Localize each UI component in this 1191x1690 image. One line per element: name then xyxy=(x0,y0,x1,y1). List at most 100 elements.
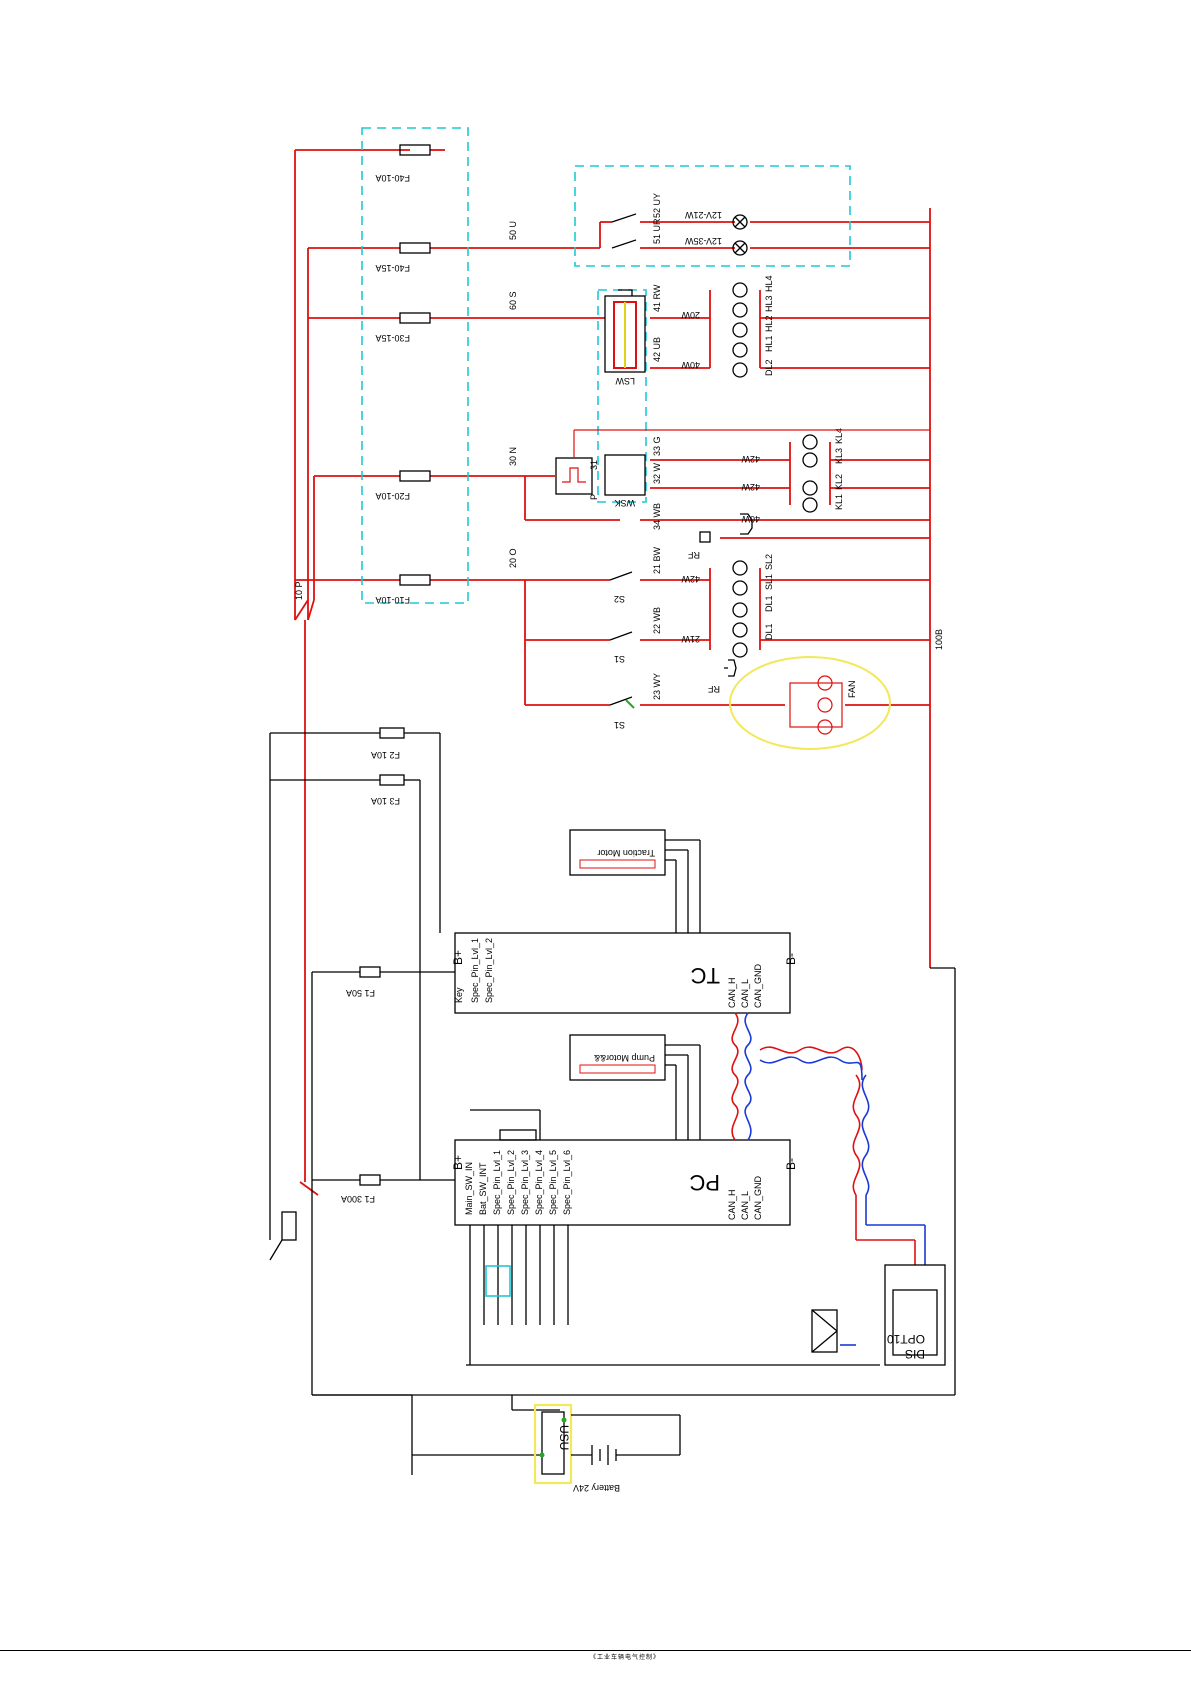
svg-text:Spec_Pin_Lvl_2: Spec_Pin_Lvl_2 xyxy=(484,938,494,1003)
wire-label: 33 G xyxy=(652,436,662,456)
terminal-resistor xyxy=(811,1309,856,1353)
sl-label: DL1 xyxy=(764,595,774,612)
svg-text:WSK: WSK xyxy=(614,498,635,508)
svg-text:USU: USU xyxy=(557,1425,571,1450)
svg-text:CAN_H: CAN_H xyxy=(727,1189,737,1220)
fuse-f30-15: F30-15A xyxy=(375,312,431,343)
svg-text:F3 10A: F3 10A xyxy=(371,796,400,806)
svg-text:CAN_L: CAN_L xyxy=(740,979,750,1008)
lamp-label: 40W xyxy=(681,360,700,370)
fuse-label: F20-10A xyxy=(375,491,410,501)
power-supply: USU Battery 24V xyxy=(312,1394,681,1493)
hl-label: HL1 xyxy=(764,335,774,352)
fuse-f10-10: F10-10A xyxy=(375,574,431,605)
fuse-label: F10-10A xyxy=(375,595,410,605)
footer-text: 《工业车辆电气控制》 xyxy=(590,1655,661,1661)
svg-text:S1: S1 xyxy=(614,720,625,730)
svg-text:TC: TC xyxy=(691,963,720,988)
sl-label: SL1 xyxy=(764,574,774,590)
fan-group: FAN xyxy=(729,656,891,750)
svg-text:CAN_L: CAN_L xyxy=(740,1191,750,1220)
svg-text:Key: Key xyxy=(454,987,464,1003)
wire-label: 10 P xyxy=(294,581,304,600)
kl-label: KL2 xyxy=(834,474,844,490)
pc-controller: PC B+ B- Main_SW_IN Bat_SW_INT Spec_Pin_… xyxy=(451,1139,798,1226)
switches-50 xyxy=(611,213,637,249)
wire-label: 50 U xyxy=(508,221,518,240)
svg-text:Battery 24V: Battery 24V xyxy=(573,1483,620,1493)
svg-text:B-: B- xyxy=(784,953,798,965)
traction-motor: Traction Motor xyxy=(569,829,701,933)
wire-label: 30 N xyxy=(508,447,518,466)
wire-numbers: 10 P 20 O 30 N 50 U 60 S 21 BW 22 WB 23 … xyxy=(294,193,944,700)
footer-rule xyxy=(0,1650,1191,1657)
fuse-label: F40-10A xyxy=(375,173,410,183)
fuse-label: F30-15A xyxy=(375,333,410,343)
switch-s2: S2 xyxy=(609,571,633,604)
wire-label: 42 UB xyxy=(652,337,662,362)
hl-label: HL2 xyxy=(764,315,774,332)
group-boxes xyxy=(361,127,851,604)
svg-text:PC: PC xyxy=(689,1170,720,1195)
svg-text:F1 50A: F1 50A xyxy=(346,988,375,998)
hl-label: HL4 xyxy=(764,275,774,292)
can-bus xyxy=(731,1012,926,1265)
kl-label: KL4 xyxy=(834,428,844,444)
hl-label: HL3 xyxy=(764,295,774,312)
svg-text:CAN_GND: CAN_GND xyxy=(753,963,763,1008)
wire-label: 100B xyxy=(934,629,944,650)
branch-lines xyxy=(295,149,930,706)
svg-text:Pump Motor&&: Pump Motor&& xyxy=(594,1053,655,1063)
main-feed xyxy=(294,150,319,1196)
left-harness: F2 10A F3 10A F1 50A F1 300A xyxy=(269,727,455,1475)
lamp-label: 40W xyxy=(741,514,760,524)
svg-text:Spec_Pin_Lvl_4: Spec_Pin_Lvl_4 xyxy=(534,1150,544,1215)
svg-text:FAN: FAN xyxy=(847,680,857,698)
wire-label: 41 RW xyxy=(652,284,662,312)
wire-label: 60 S xyxy=(508,291,518,310)
pump-motor: Pump Motor&& xyxy=(569,1034,701,1140)
svg-text:Traction Motor: Traction Motor xyxy=(597,848,655,858)
svg-text:Spec_Pin_Lvl_2: Spec_Pin_Lvl_2 xyxy=(506,1150,516,1215)
fuse-f40-15: F40-15A xyxy=(375,242,431,273)
lamp-label: 42W xyxy=(741,454,760,464)
wire-label: 31 xyxy=(589,460,599,470)
svg-text:CAN_H: CAN_H xyxy=(727,977,737,1008)
rf-label: RF xyxy=(708,684,720,694)
svg-text:S2: S2 xyxy=(614,594,625,604)
tc-controller: TC B+ B- Spec_Pin_Lvl_1 Spec_Pin_Lvl_2 K… xyxy=(451,932,798,1014)
lamp-label: 12V-35W xyxy=(684,236,722,246)
wire-label: 21 BW xyxy=(652,546,662,574)
svg-text:Main_SW_IN: Main_SW_IN xyxy=(464,1162,474,1215)
wire-label: 32 W xyxy=(652,462,662,484)
lamps-60-row: 20W 40W HL4 HL3 HL2 HL1 DL2 xyxy=(681,275,774,378)
ground-bus xyxy=(512,208,956,1396)
svg-text:CAN_GND: CAN_GND xyxy=(753,1175,763,1220)
fuse-label: F40-15A xyxy=(375,263,410,273)
svg-text:B+: B+ xyxy=(451,1155,465,1170)
lamps-50-row: 12V-21W 12V-35W xyxy=(684,210,748,256)
svg-text:Spec_Pin_Lvl_5: Spec_Pin_Lvl_5 xyxy=(548,1150,558,1215)
fuse-f40-10: F40-10A xyxy=(375,144,431,183)
switch-s1-b: S1 xyxy=(609,696,635,730)
wire-label: 20 O xyxy=(508,548,518,568)
sl-label: DL1 xyxy=(764,623,774,640)
svg-text:LSW: LSW xyxy=(615,376,635,386)
lamp-label: 21W xyxy=(681,634,700,644)
lamp-label: 12V-21W xyxy=(684,210,722,220)
svg-text:Spec_Pin_Lvl_6: Spec_Pin_Lvl_6 xyxy=(562,1150,572,1215)
lamp-label: 20W xyxy=(681,310,700,320)
kl-label: KL1 xyxy=(834,494,844,510)
lamps-30-row: 42W 42W 40W KL4 KL3 KL2 KL1 RF xyxy=(688,428,844,560)
svg-text:P: P xyxy=(589,494,599,500)
svg-text:Spec_Pin_Lvl_1: Spec_Pin_Lvl_1 xyxy=(492,1150,502,1215)
hl-label: DL2 xyxy=(764,359,774,376)
display-unit: OPT10 DIS xyxy=(884,1264,946,1366)
sl-label: SL2 xyxy=(764,554,774,570)
pc-inputs xyxy=(466,1109,880,1366)
wire-label: 22 WB xyxy=(652,607,662,634)
svg-text:DIS: DIS xyxy=(905,1347,925,1361)
svg-text:S1: S1 xyxy=(614,654,625,664)
wire-label: 52 UY xyxy=(652,193,662,218)
